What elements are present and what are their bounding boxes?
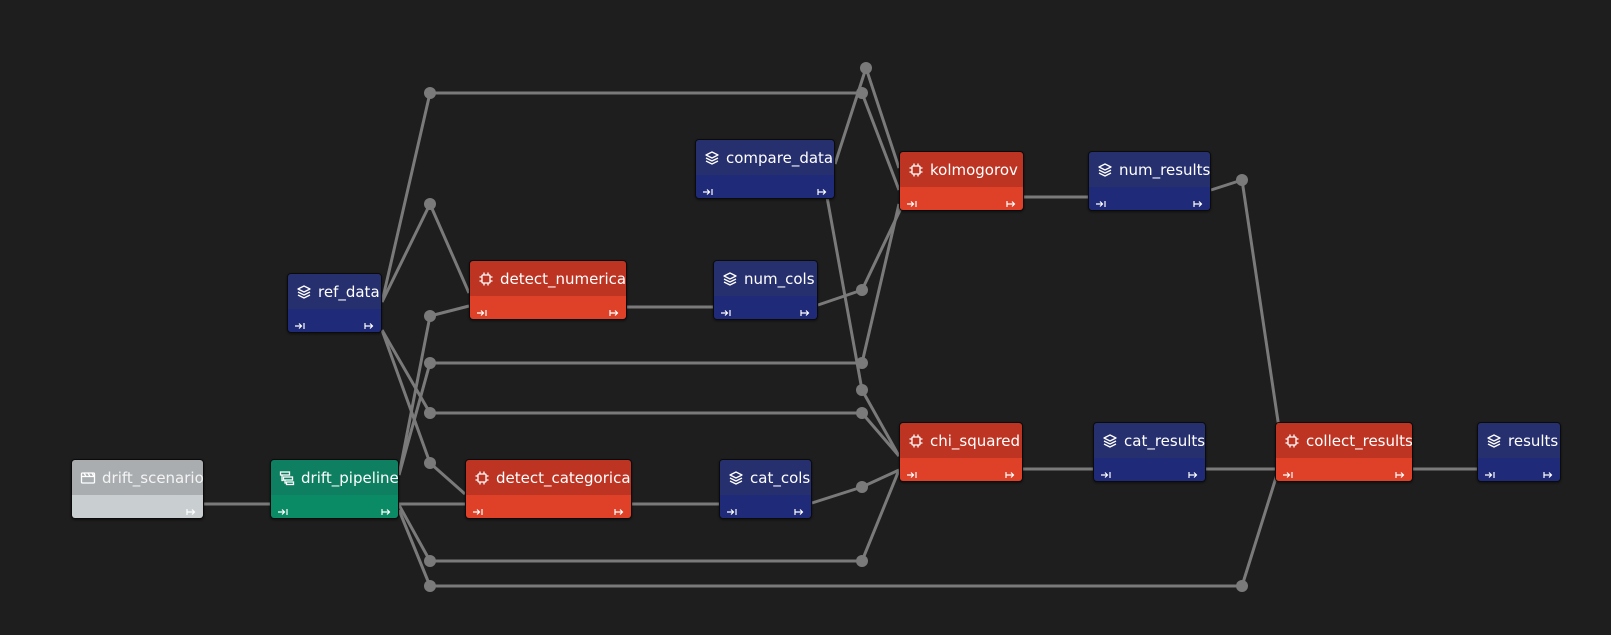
edge-num_results-to-collect_results bbox=[1210, 174, 1281, 429]
input-port-icon[interactable] bbox=[476, 303, 488, 316]
edge-waypoint bbox=[424, 580, 436, 592]
layers-icon bbox=[722, 271, 738, 287]
node-label: results bbox=[1508, 431, 1559, 450]
output-port-icon[interactable] bbox=[1542, 465, 1554, 478]
node-label: num_cols bbox=[744, 269, 815, 288]
layers-icon bbox=[1097, 162, 1113, 178]
chip-icon bbox=[478, 271, 494, 287]
node-kolmogorov[interactable]: kolmogorov bbox=[899, 151, 1024, 211]
edge-compare_data-to-chi_squared bbox=[825, 196, 901, 457]
node-compare-data[interactable]: compare_data bbox=[695, 139, 835, 199]
input-port-icon[interactable] bbox=[1282, 465, 1294, 478]
edge-waypoint bbox=[856, 555, 868, 567]
chip-icon bbox=[908, 162, 924, 178]
pipeline-icon bbox=[279, 470, 295, 486]
input-port-icon[interactable] bbox=[702, 182, 714, 195]
output-port-icon[interactable] bbox=[380, 502, 392, 515]
edge-drift_pipeline-to-collect_results bbox=[397, 467, 1281, 592]
edge-num_cols-to-kolmogorov bbox=[817, 203, 905, 307]
edge-waypoint bbox=[424, 87, 436, 99]
node-label: kolmogorov bbox=[930, 160, 1018, 179]
output-port-icon[interactable] bbox=[363, 316, 375, 329]
edge-waypoint bbox=[856, 481, 868, 493]
node-ref-data[interactable]: ref_data bbox=[287, 273, 382, 333]
layers-icon bbox=[704, 150, 720, 166]
output-port-icon[interactable] bbox=[608, 303, 620, 316]
node-cat-cols[interactable]: cat_cols bbox=[719, 459, 812, 519]
output-port-icon[interactable] bbox=[1394, 465, 1406, 478]
node-label: detect_categorical bbox=[496, 468, 632, 487]
edge-waypoint bbox=[1236, 580, 1248, 592]
edge-waypoint bbox=[860, 62, 872, 74]
edge-ref_data-to-chi_squared bbox=[380, 329, 901, 457]
output-port-icon[interactable] bbox=[816, 182, 828, 195]
node-label: drift_scenario bbox=[102, 468, 204, 487]
layers-icon bbox=[296, 284, 312, 300]
input-port-icon[interactable] bbox=[1100, 465, 1112, 478]
scenario-icon bbox=[80, 470, 96, 486]
input-port-icon[interactable] bbox=[277, 502, 289, 515]
chip-icon bbox=[908, 433, 924, 449]
node-detect-numerical[interactable]: detect_numerical bbox=[469, 260, 627, 320]
node-label: cat_cols bbox=[750, 468, 811, 487]
output-port-icon[interactable] bbox=[185, 502, 197, 515]
edge-waypoint bbox=[424, 555, 436, 567]
node-label: detect_numerical bbox=[500, 269, 627, 288]
input-port-icon[interactable] bbox=[906, 194, 918, 207]
node-label: drift_pipeline bbox=[301, 468, 399, 487]
node-chi-squared[interactable]: chi_squared bbox=[899, 422, 1023, 482]
node-collect-results[interactable]: collect_results bbox=[1275, 422, 1413, 482]
edge-drift_pipeline-to-kolmogorov bbox=[397, 203, 901, 476]
edge-waypoint bbox=[856, 384, 868, 396]
output-port-icon[interactable] bbox=[1005, 194, 1017, 207]
input-port-icon[interactable] bbox=[1095, 194, 1107, 207]
edge-waypoint bbox=[424, 457, 436, 469]
node-label: compare_data bbox=[726, 148, 834, 167]
node-cat-results[interactable]: cat_results bbox=[1093, 422, 1206, 482]
edge-waypoint bbox=[424, 357, 436, 369]
edge-drift_pipeline-to-chi_squared bbox=[397, 469, 901, 567]
edge-waypoint bbox=[424, 198, 436, 210]
input-port-icon[interactable] bbox=[906, 465, 918, 478]
output-port-icon[interactable] bbox=[613, 502, 625, 515]
output-port-icon[interactable] bbox=[793, 502, 805, 515]
input-port-icon[interactable] bbox=[294, 316, 306, 329]
edge-cat_cols-to-chi_squared bbox=[811, 468, 900, 505]
output-port-icon[interactable] bbox=[1192, 194, 1204, 207]
input-port-icon[interactable] bbox=[1484, 465, 1496, 478]
edge-waypoint bbox=[856, 284, 868, 296]
layers-icon bbox=[1102, 433, 1118, 449]
input-port-icon[interactable] bbox=[726, 502, 738, 515]
edge-waypoint bbox=[424, 310, 436, 322]
output-port-icon[interactable] bbox=[1004, 465, 1016, 478]
layers-icon bbox=[728, 470, 744, 486]
chip-icon bbox=[1284, 433, 1300, 449]
node-label: chi_squared bbox=[930, 431, 1021, 450]
node-detect-categorical[interactable]: detect_categorical bbox=[465, 459, 632, 519]
node-drift-pipeline[interactable]: drift_pipeline bbox=[270, 459, 399, 519]
node-results[interactable]: results bbox=[1477, 422, 1561, 482]
output-port-icon[interactable] bbox=[799, 303, 811, 316]
node-num-results[interactable]: num_results bbox=[1088, 151, 1211, 211]
edge-drift_pipeline-to-detect_numerical bbox=[397, 304, 470, 476]
output-port-icon[interactable] bbox=[1187, 465, 1199, 478]
node-label: num_results bbox=[1119, 160, 1211, 179]
input-port-icon[interactable] bbox=[472, 502, 484, 515]
node-num-cols[interactable]: num_cols bbox=[713, 260, 818, 320]
edge-waypoint bbox=[856, 407, 868, 419]
node-drift-scenario[interactable]: drift_scenario bbox=[71, 459, 204, 519]
edge-waypoint bbox=[424, 407, 436, 419]
node-label: collect_results bbox=[1306, 431, 1413, 450]
layers-icon bbox=[1486, 433, 1502, 449]
input-port-icon[interactable] bbox=[720, 303, 732, 316]
edge-ref_data-to-detect_numerical bbox=[380, 198, 471, 303]
chip-icon bbox=[474, 470, 490, 486]
edge-waypoint bbox=[1236, 174, 1248, 186]
node-label: ref_data bbox=[318, 282, 380, 301]
edge-compare_data-to-kolmogorov bbox=[833, 62, 901, 169]
node-label: cat_results bbox=[1124, 431, 1206, 450]
edge-ref_data-to-detect_categorical bbox=[380, 329, 466, 496]
